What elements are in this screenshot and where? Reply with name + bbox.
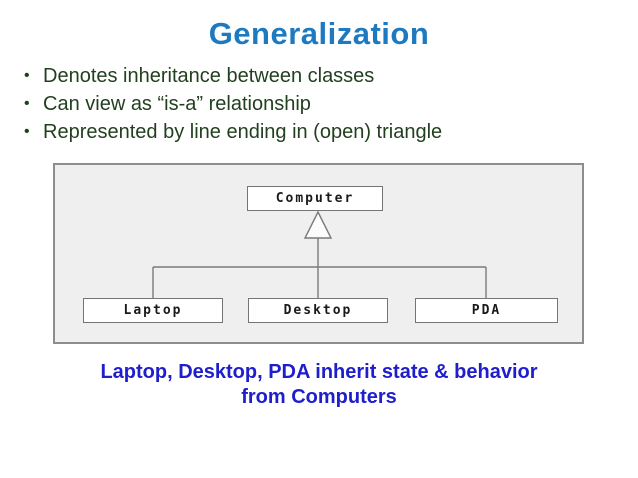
class-box-laptop: Laptop: [83, 298, 223, 323]
bullet-marker-icon: •: [24, 67, 30, 84]
class-box-desktop: Desktop: [248, 298, 388, 323]
bullet-item: • Can view as “is-a” relationship: [24, 90, 630, 118]
caption-line-1: Laptop, Desktop, PDA inherit state & beh…: [100, 361, 538, 383]
caption-line-2: from Computers: [241, 386, 397, 408]
caption: Laptop, Desktop, PDA inherit state & beh…: [0, 360, 638, 410]
generalization-connector-lines: [152, 210, 487, 298]
bullet-list: • Denotes inheritance between classes • …: [24, 62, 630, 146]
bullet-text: Can view as “is-a” relationship: [43, 93, 311, 115]
slide-title: Generalization: [208, 16, 430, 51]
bullet-item: • Denotes inheritance between classes: [24, 62, 630, 90]
class-box-pda: PDA: [415, 298, 558, 323]
bullet-marker-icon: •: [24, 95, 30, 112]
bullet-text: Denotes inheritance between classes: [43, 65, 375, 87]
bullet-item: • Represented by line ending in (open) t…: [24, 118, 630, 146]
class-box-computer: Computer: [247, 186, 383, 211]
bullet-marker-icon: •: [24, 123, 30, 140]
open-triangle-icon: [303, 210, 333, 239]
uml-diagram-panel: Computer Laptop Desktop PDA: [53, 163, 584, 344]
bullet-text: Represented by line ending in (open) tri…: [43, 121, 443, 143]
